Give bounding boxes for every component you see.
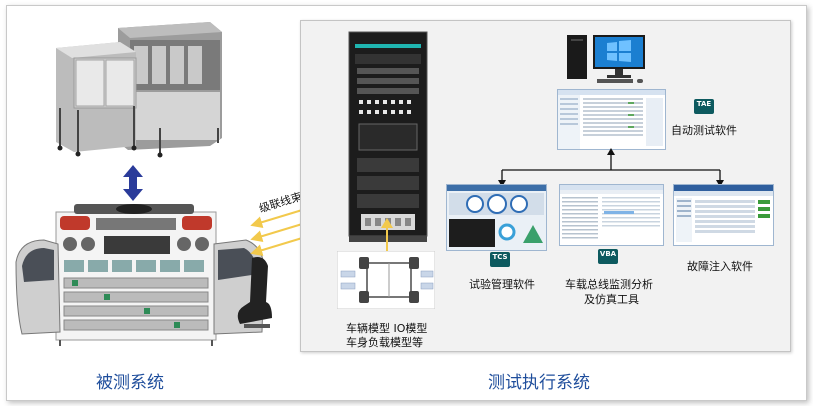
rack-cabinets-image: [56, 22, 222, 158]
bus-monitor-label-line1: 车载总线监测分析: [565, 278, 653, 291]
hil-cabinet-image: [348, 31, 428, 242]
model-to-cabinet-arrow: [381, 218, 393, 254]
fault-injection-screenshot: [673, 184, 774, 246]
vehicle-model-image: [337, 251, 435, 309]
test-execution-system-title: 测试执行系统: [488, 373, 590, 393]
tcs-logo-text: TCS: [492, 253, 508, 261]
tcs-logo: TCS: [490, 252, 510, 267]
test-management-screenshot: [446, 184, 547, 251]
desktop-computer-image: [567, 35, 645, 83]
vba-logo: VBA: [598, 249, 618, 264]
bus-monitor-label-line2: 及仿真工具: [584, 293, 639, 306]
connection-double-arrow: [123, 165, 143, 201]
system-under-test-title: 被测系统: [96, 373, 164, 393]
vehicle-models-label-line1: 车辆模型 IO模型: [346, 322, 428, 335]
fault-injection-software-label: 故障注入软件: [687, 260, 753, 273]
vehicle-models-label-line2: 车身负载模型等: [346, 336, 423, 349]
bus-monitor-screenshot: [559, 184, 664, 246]
tae-logo: TAE: [694, 99, 714, 114]
tae-logo-text: TAE: [696, 100, 712, 108]
vehicle-body-testbench-image: [15, 204, 272, 346]
auto-test-software-screenshot: [557, 89, 666, 150]
software-connector-lines: [498, 148, 724, 187]
vba-logo-text: VBA: [599, 250, 617, 258]
auto-test-software-label: 自动测试软件: [671, 124, 737, 137]
test-management-software-label: 试验管理软件: [469, 278, 535, 291]
